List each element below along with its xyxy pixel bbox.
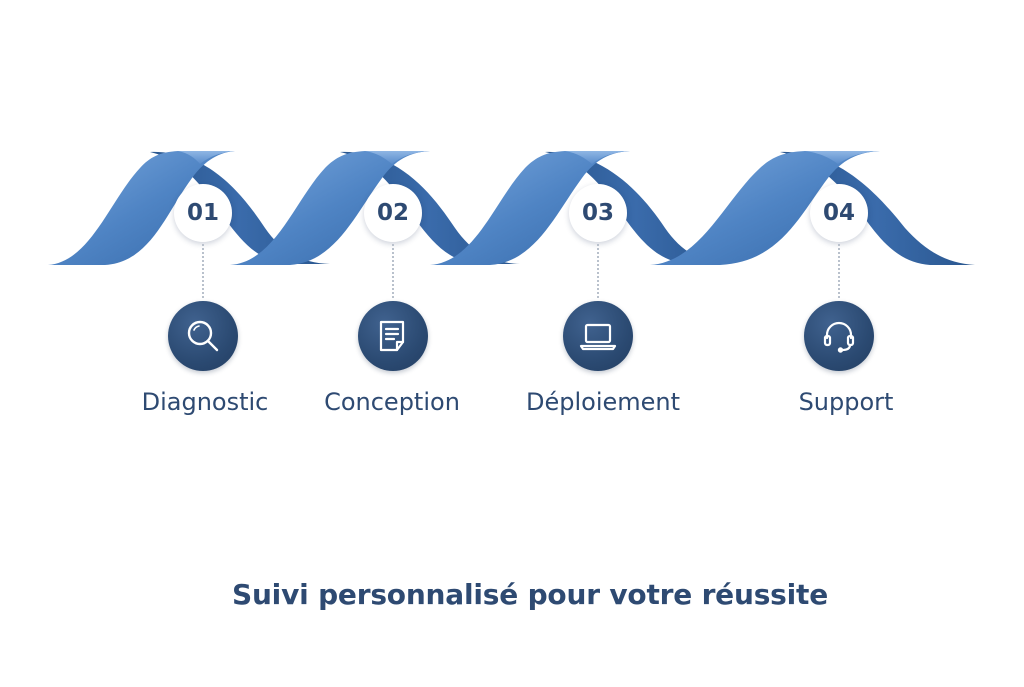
step-label-diagnostic: Diagnostic [141,388,269,416]
ribbon-fold-back [150,151,330,264]
dotted-connector [597,244,599,298]
ribbon-fold-front [650,151,880,265]
laptop-icon [579,323,617,351]
ribbon-fold-highlight [178,151,235,164]
step-label-deploiement: Déploiement [525,388,681,416]
tagline: Suivi personnalisé pour votre réussite [231,578,829,611]
step-number-badge: 01 [174,184,232,242]
ribbon-fold-back [340,151,520,264]
ribbon-fold-front [230,151,430,265]
ribbon-fold-highlight [805,151,880,164]
dotted-connector [392,244,394,298]
ribbon-wave [48,151,975,265]
ribbon-fold-highlight [565,151,630,164]
step-number-badge: 02 [364,184,422,242]
step-icon-circle [358,301,428,371]
magnifier-icon [187,320,219,352]
dotted-connector [838,244,840,298]
ribbon-fold-highlight [365,151,430,164]
step-icon-circle [804,301,874,371]
headset-icon [823,321,855,353]
ribbon-fold-front [430,151,630,265]
ribbon-fold-back [780,151,975,265]
dotted-connector [202,244,204,298]
step-label-conception: Conception [324,388,460,416]
step-label-support: Support [798,388,894,416]
step-number-badge: 04 [810,184,868,242]
ribbon-fold-front [48,151,235,265]
step-number-badge: 03 [569,184,627,242]
step-icon-circle [563,301,633,371]
document-icon [379,320,405,352]
ribbon-fold-back [545,151,728,264]
step-icon-circle [168,301,238,371]
